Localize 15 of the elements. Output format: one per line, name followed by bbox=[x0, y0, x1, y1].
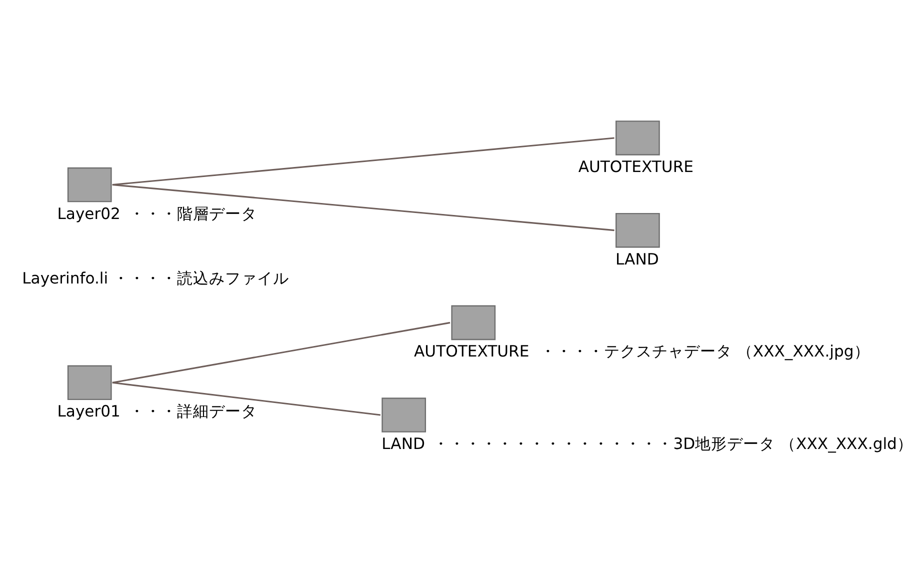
node-label: AUTOTEXTURE bbox=[414, 342, 530, 360]
label: Layerinfo.li ・・・・読込みファイル bbox=[22, 269, 290, 288]
connector bbox=[112, 136, 614, 186]
connector bbox=[112, 321, 450, 383]
node-label: Layer01 bbox=[57, 402, 120, 420]
node-label: LAND bbox=[382, 434, 425, 453]
connector bbox=[112, 381, 381, 416]
node-label: ・・・階層データ bbox=[129, 204, 258, 222]
node-label: Layer02 bbox=[57, 204, 120, 222]
node-label: ・・・詳細データ bbox=[129, 402, 258, 420]
connector bbox=[112, 183, 614, 231]
node-label: ・・・・・・・・・・・・・・・3D地形データ （XXX_XXX.gld） bbox=[433, 434, 913, 453]
node-label: AUTOTEXTURE bbox=[578, 158, 694, 176]
node-label: LAND bbox=[616, 250, 659, 268]
node-label: ・・・・テクスチャデータ （XXX_XXX.jpg） bbox=[540, 342, 870, 360]
